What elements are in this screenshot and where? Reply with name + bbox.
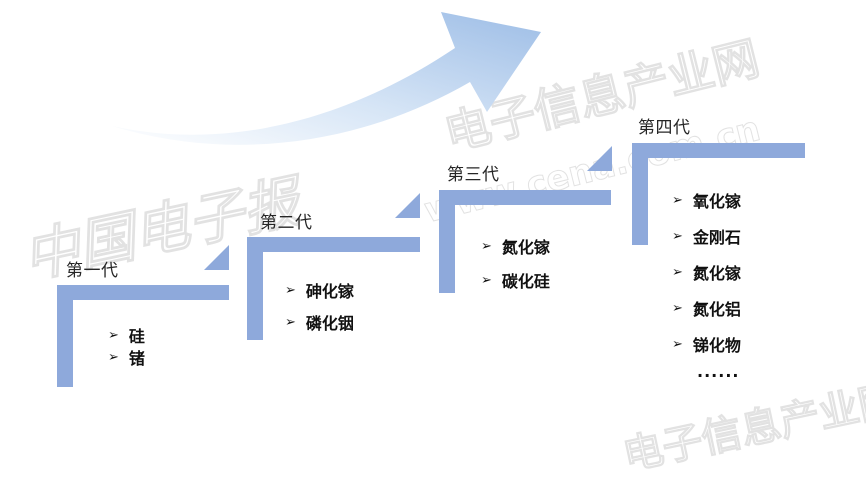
material-item: ➢磷化铟 — [285, 314, 354, 333]
arrow-bullet-icon: ➢ — [672, 192, 683, 208]
material-item: ➢氮化镓 — [672, 264, 741, 283]
step-2-triangle — [395, 193, 420, 218]
material-item: ➢砷化镓 — [285, 282, 354, 301]
step-3-top-bar — [439, 190, 611, 205]
material-item: ➢锗 — [108, 349, 145, 368]
arrow-bullet-icon: ➢ — [481, 272, 492, 288]
more-ellipsis: ······ — [697, 366, 740, 385]
generation-2-items: ➢砷化镓 ➢磷化铟 — [285, 274, 354, 338]
step-1-top-bar — [57, 285, 229, 300]
generation-2-label: 第二代 — [260, 213, 313, 233]
arrow-bullet-icon: ➢ — [672, 228, 683, 244]
step-3-triangle — [587, 146, 612, 171]
generation-1-label: 第一代 — [66, 261, 119, 281]
material-item: ➢氮化铝 — [672, 300, 741, 319]
arrow-bullet-icon: ➢ — [672, 300, 683, 316]
step-2-top-bar — [247, 237, 420, 252]
material-item: ➢金刚石 — [672, 228, 741, 247]
arrow-bullet-icon: ➢ — [672, 336, 683, 352]
arrow-bullet-icon: ➢ — [285, 282, 296, 298]
step-1-triangle — [204, 245, 229, 270]
generation-1-items: ➢硅 ➢锗 — [108, 324, 145, 368]
material-item: ➢硅 — [108, 327, 145, 346]
step-1-riser — [57, 285, 73, 387]
generation-4-label: 第四代 — [638, 118, 691, 138]
material-item: ➢氧化镓 — [672, 192, 741, 211]
arrow-bullet-icon: ➢ — [672, 264, 683, 280]
arrow-bullet-icon: ➢ — [108, 349, 119, 365]
generation-3-label: 第三代 — [447, 165, 500, 185]
progress-arrow-icon — [112, 12, 541, 145]
arrow-bullet-icon: ➢ — [285, 314, 296, 330]
generation-4-items: ➢氧化镓 ➢金刚石 ➢氮化镓 ➢氮化铝 ➢锑化物 — [672, 182, 741, 362]
material-item: ➢碳化硅 — [481, 272, 550, 291]
material-item: ➢锑化物 — [672, 336, 741, 355]
arrow-bullet-icon: ➢ — [481, 238, 492, 254]
step-4-top-bar — [632, 143, 805, 158]
step-3-riser — [439, 190, 455, 293]
step-2-riser — [247, 237, 263, 340]
arrow-bullet-icon: ➢ — [108, 327, 119, 343]
material-item: ➢氮化镓 — [481, 238, 550, 257]
generation-3-items: ➢氮化镓 ➢碳化硅 — [481, 229, 550, 297]
step-4-riser — [632, 143, 648, 245]
